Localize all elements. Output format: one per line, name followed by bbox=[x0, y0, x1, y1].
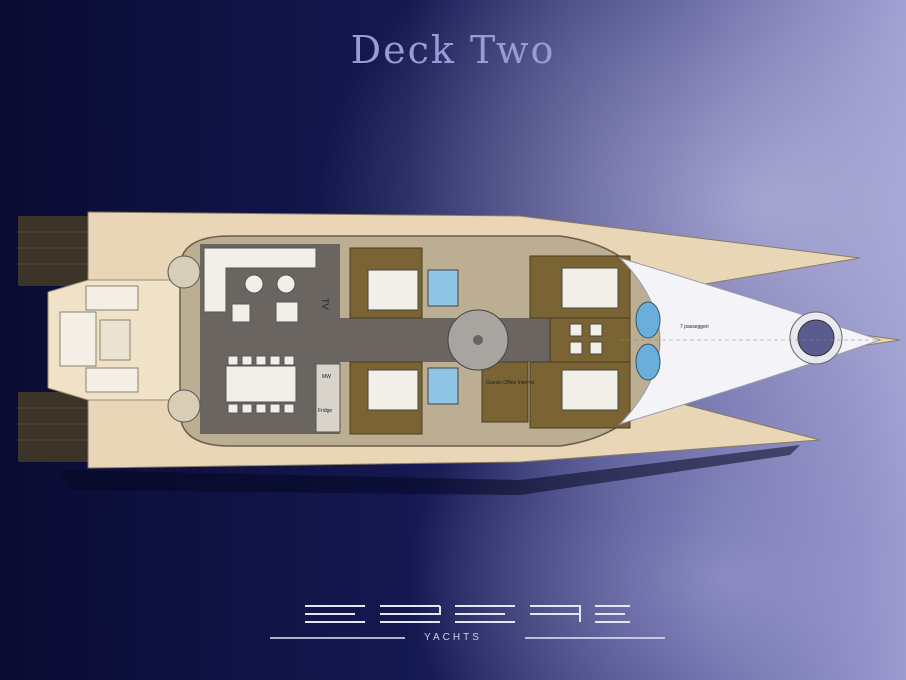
galley bbox=[315, 363, 341, 433]
corridor-floor bbox=[340, 318, 550, 362]
guest-office bbox=[481, 361, 529, 423]
ottoman bbox=[276, 274, 296, 294]
aft-sofa-bottom bbox=[85, 367, 139, 393]
brand-subtitle: YACHTS bbox=[424, 632, 482, 643]
guest-office-label: Guests Office Internet bbox=[486, 380, 535, 386]
bow-deck bbox=[618, 256, 882, 426]
hull-shadow bbox=[60, 445, 800, 495]
mw-label: MW bbox=[322, 374, 331, 380]
bow-pool-top bbox=[635, 301, 661, 339]
aft-table bbox=[99, 319, 131, 361]
bed bbox=[561, 267, 619, 309]
aft-sofa-left bbox=[59, 311, 97, 367]
salon-sofa bbox=[203, 247, 317, 313]
armchair bbox=[275, 301, 299, 323]
ottoman bbox=[244, 274, 264, 294]
stern-platform-bottom bbox=[18, 392, 88, 462]
chair bbox=[569, 341, 583, 355]
stern-platform-top bbox=[18, 216, 88, 286]
fridge-label: Fridge bbox=[318, 408, 332, 414]
chair bbox=[589, 323, 603, 337]
bathroom bbox=[427, 269, 459, 307]
page-title: Deck Two bbox=[350, 28, 556, 72]
bed bbox=[561, 369, 619, 411]
armchair bbox=[231, 303, 251, 323]
bed bbox=[367, 369, 419, 411]
bathroom bbox=[427, 367, 459, 405]
spiral-stair-bottom bbox=[167, 389, 201, 423]
aft-sofa-top bbox=[85, 285, 139, 311]
tv-label: TV bbox=[320, 298, 330, 310]
central-stair-core bbox=[473, 335, 483, 345]
chair bbox=[589, 341, 603, 355]
bed bbox=[367, 269, 419, 311]
chair bbox=[569, 323, 583, 337]
bow-jacuzzi bbox=[797, 319, 835, 357]
dining-table bbox=[225, 365, 297, 403]
spiral-stair-top bbox=[167, 255, 201, 289]
bow-pool-bottom bbox=[635, 343, 661, 381]
passengers-label: 7 passeggeri bbox=[680, 324, 709, 330]
